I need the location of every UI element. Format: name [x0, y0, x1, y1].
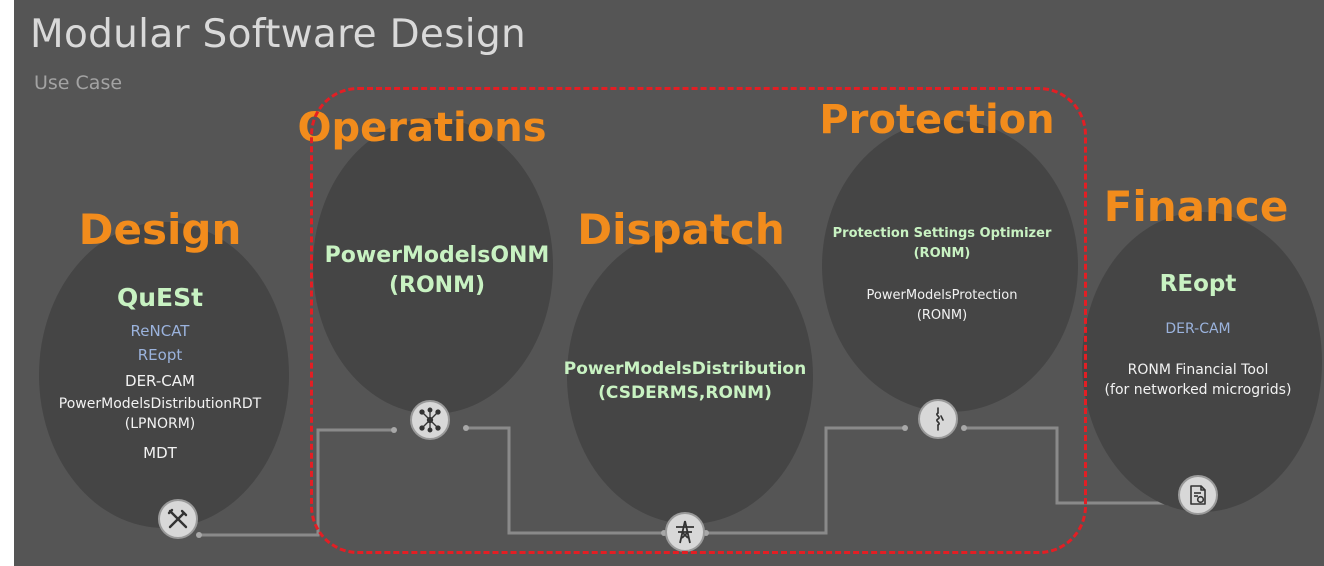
dispatch-circle: [567, 229, 813, 524]
network-nodes-icon: [410, 400, 450, 440]
highlight-box: [310, 87, 1087, 554]
finance-item-ronm-note: (for networked microgrids): [1104, 382, 1292, 398]
protection-tool-name: Protection Settings Optimizer: [832, 226, 1052, 241]
fuse-icon: [918, 399, 958, 439]
slide-subtitle: Use Case: [34, 72, 123, 94]
protection-item-name: PowerModelsProtection: [866, 288, 1018, 303]
protection-tool-suffix: (RONM): [913, 246, 971, 261]
finance-tool: REopt: [1159, 271, 1237, 297]
design-item-dercam: DER-CAM: [125, 372, 195, 390]
connector-lines: [196, 425, 1172, 538]
protection-item-suffix: (RONM): [916, 308, 968, 323]
design-item-pmdrdt: PowerModelsDistributionRDT: [58, 396, 262, 412]
finance-circle: [1082, 212, 1322, 512]
operations-tool-name: PowerModelsONM: [324, 243, 550, 268]
design-circle: [39, 222, 289, 528]
transmission-tower-icon: [665, 512, 705, 552]
design-item-reopt: REopt: [137, 346, 183, 364]
slide: Modular Software Design Use Case Design …: [14, 0, 1324, 566]
finance-item-ronm-tool: RONM Financial Tool: [1127, 362, 1269, 378]
finance-item-dercam: DER-CAM: [1165, 321, 1231, 337]
design-item-mdt: MDT: [143, 444, 177, 462]
design-item-rencat: ReNCAT: [130, 322, 190, 340]
protection-circle: [822, 120, 1078, 412]
dispatch-heading: Dispatch: [577, 205, 785, 254]
operations-tool-suffix: (RONM): [388, 273, 486, 298]
operations-circle: [313, 118, 553, 414]
finance-heading: Finance: [1103, 182, 1289, 231]
financial-document-icon: [1178, 475, 1218, 515]
dispatch-tool-name: PowerModelsDistribution: [563, 359, 807, 379]
design-item-lpnorm: (LPNORM): [124, 416, 196, 432]
slide-title: Modular Software Design: [30, 12, 527, 57]
design-tool: QuESt: [116, 283, 204, 312]
protection-heading: Protection: [819, 97, 1055, 143]
tools-crossed-icon: [158, 499, 198, 539]
design-heading: Design: [78, 205, 242, 254]
dispatch-tool-suffix: (CSDERMS,RONM): [598, 383, 772, 403]
